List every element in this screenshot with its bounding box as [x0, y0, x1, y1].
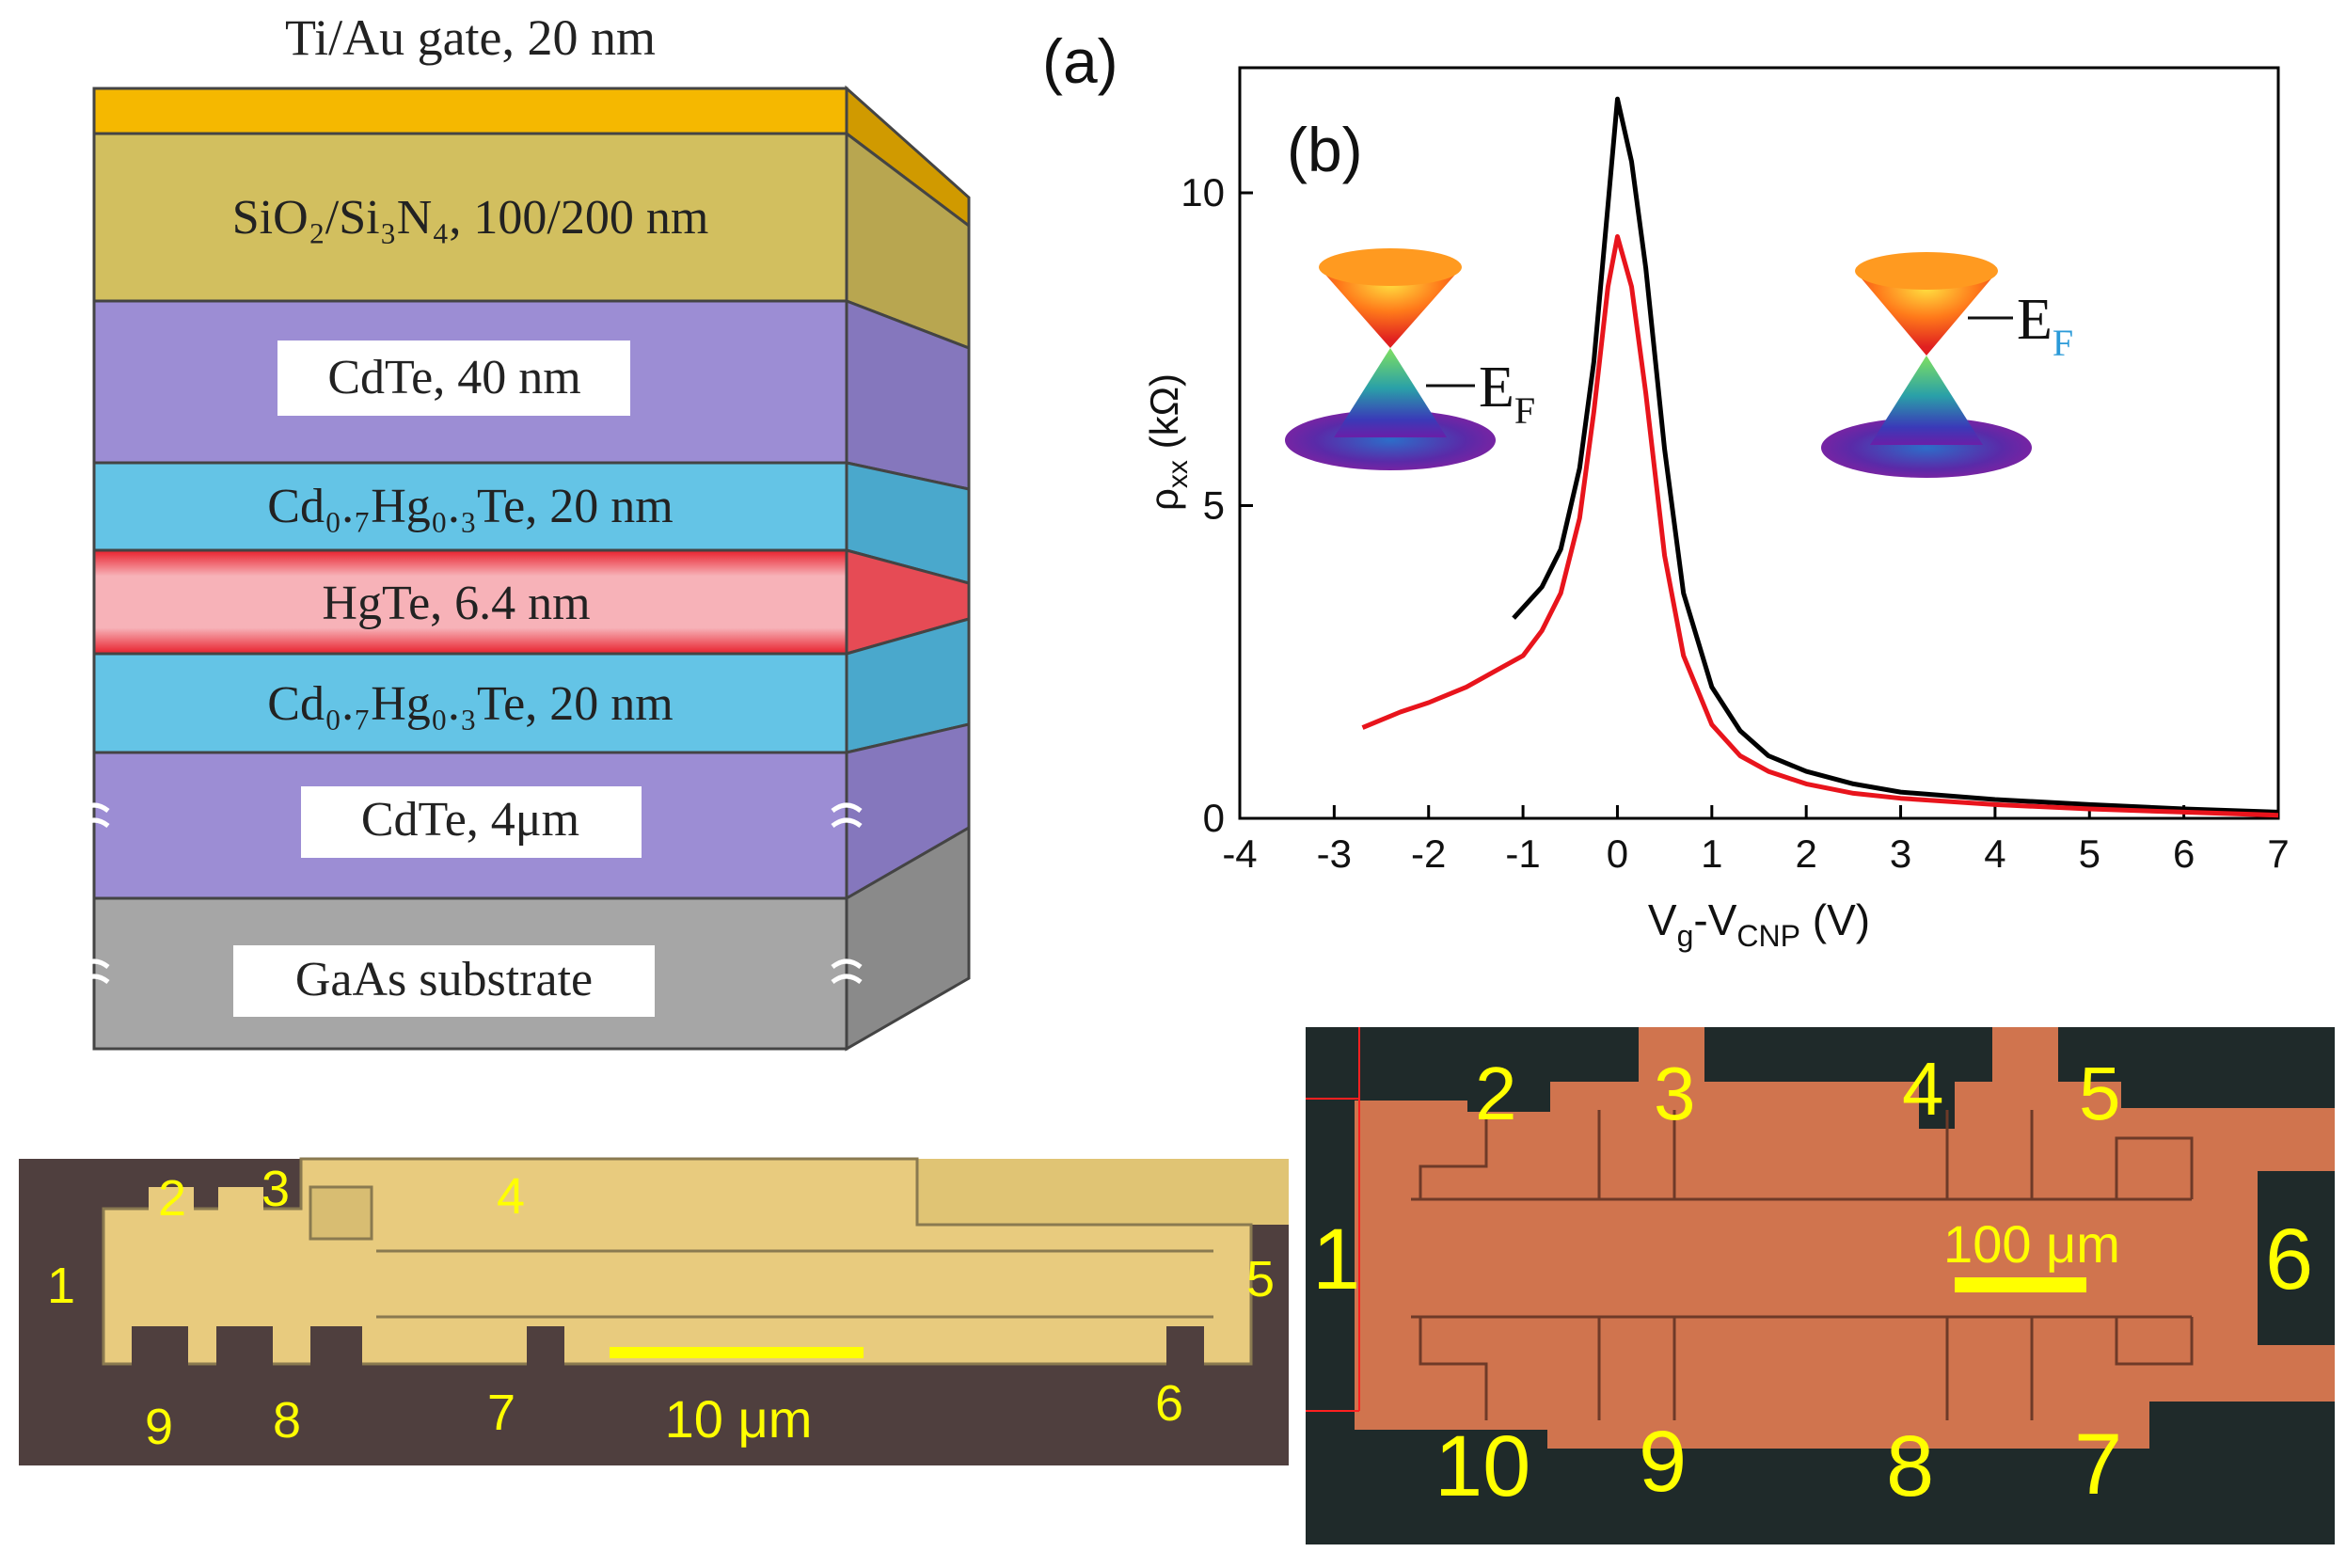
y-tick-label: 0	[1203, 796, 1225, 840]
gap	[1467, 1027, 1550, 1112]
layer-stack: Ti/Au gate, 20 nm SiO₂/Si₃N₄, 100/200 nm…	[78, 9, 971, 1052]
scale-label-left: 10 μm	[665, 1389, 813, 1449]
dirac-cone-left-icon: EF	[1285, 248, 1535, 470]
micrograph-left: 10 μm 1 2 3 4 5 6 7 8 9	[19, 1157, 1289, 1465]
contact-labels-right: 1 2 3 4 5 6 7 8 9 10	[1312, 1047, 2313, 1514]
x-tick-label: 4	[1984, 832, 2005, 876]
contact-8: 8	[1886, 1418, 1934, 1514]
scale-bar-left	[610, 1347, 864, 1358]
contact-9: 9	[1639, 1414, 1687, 1510]
contact-1: 1	[1312, 1212, 1360, 1307]
plot-frame	[1238, 66, 2280, 820]
micrograph-right: 100 μm 1 2 3 4 5 6 7 8 9 10	[1306, 1027, 2335, 1544]
x-tick-label: -2	[1411, 832, 1446, 876]
arm-outline	[1419, 1110, 2194, 1199]
y-axis-label: ρxx (kΩ)	[1142, 373, 1194, 511]
scale-bar-right	[1955, 1277, 2086, 1292]
hgte-layer	[92, 548, 848, 656]
layer-label-cdte-bottom: CdTe, 4μm	[361, 793, 579, 847]
contact-arm	[1639, 1027, 1704, 1112]
label-box	[277, 341, 630, 416]
layer-label-cdte-top: CdTe, 40 nm	[327, 351, 580, 404]
contact-7: 7	[487, 1385, 515, 1441]
contact-arm	[1992, 1027, 2058, 1112]
contact-5: 5	[1246, 1251, 1275, 1307]
contact-4: 4	[1902, 1047, 1944, 1131]
series-line-1	[1512, 96, 2279, 815]
fermi-level-label-right: EF	[2017, 288, 2073, 364]
dirac-cone-right-icon: EF	[1821, 252, 2073, 478]
series-line-2	[1361, 234, 2279, 818]
panel-a-label: (a)	[1042, 26, 1118, 96]
contact-6: 6	[2265, 1212, 2313, 1307]
x-tick-label: 5	[2079, 832, 2100, 876]
x-tick-label: -4	[1222, 832, 1257, 876]
x-tick-label: 0	[1607, 832, 1628, 876]
contact-labels-left: 1 2 3 4 5 6 7 8 9	[47, 1161, 1275, 1455]
gate-layer	[92, 87, 848, 135]
contact-9: 9	[145, 1399, 173, 1455]
contact-pad	[218, 1187, 263, 1234]
hall-bar-mesa	[102, 1157, 1253, 1366]
x-tick-label: 7	[2267, 832, 2289, 876]
contact-5: 5	[2079, 1052, 2121, 1135]
contact-arm	[1166, 1326, 1204, 1430]
contact-pad	[149, 1187, 194, 1234]
contact-3: 3	[262, 1161, 290, 1217]
layer-label-gaas: GaAs substrate	[295, 953, 593, 1006]
contact-4: 4	[497, 1168, 525, 1225]
contact-6: 6	[1155, 1375, 1183, 1432]
contact-arm	[216, 1326, 273, 1430]
layer-label-barrier-bottom: Cd₀.₇Hg₀.₃Te, 20 nm	[267, 677, 673, 731]
fermi-level-label-left: EF	[1479, 356, 1535, 432]
contact-1: 1	[47, 1258, 75, 1314]
contact-pad	[309, 1185, 373, 1241]
resistivity-chart: (a) (b) -4 -3 -2 -1 0 1 2 3 4 5 6 7 0 5 10 ρxx (kΩ) Vg…	[1042, 26, 2290, 953]
gate-title: Ti/Au gate, 20 nm	[285, 9, 656, 66]
bar-outline	[376, 1249, 1213, 1319]
contact-arm	[527, 1326, 564, 1430]
x-axis-label: Vg-VCNP (V)	[1648, 895, 1870, 953]
panel-b-label: (b)	[1287, 115, 1363, 184]
axis-ticks: -4 -3 -2 -1 0 1 2 3 4 5 6 7 0 5 10	[1181, 170, 2289, 876]
barrier-top-layer	[92, 461, 848, 552]
contact-10: 10	[1435, 1418, 1530, 1514]
x-tick-label: -1	[1505, 832, 1540, 876]
channel-outline	[1411, 1197, 2192, 1319]
contact-8: 8	[273, 1392, 301, 1449]
x-tick-label: 2	[1796, 832, 1817, 876]
contact-arm	[132, 1326, 188, 1430]
gold-pad	[917, 1159, 1289, 1225]
layer-label-barrier-top: Cd₀.₇Hg₀.₃Te, 20 nm	[267, 480, 673, 533]
y-tick-label: 10	[1181, 170, 1225, 214]
layer-label-hgte: HgTe, 6.4 nm	[322, 577, 590, 630]
barrier-bottom-layer	[92, 652, 848, 754]
layer-label-oxide: SiO₂/Si₃N₄, 100/200 nm	[232, 191, 709, 245]
x-tick-label: 3	[1890, 832, 1911, 876]
x-tick-label: 6	[2173, 832, 2195, 876]
scale-label-right: 100 μm	[1943, 1214, 2120, 1274]
contact-3: 3	[1654, 1052, 1696, 1135]
contact-arm	[310, 1326, 362, 1430]
oxide-layer	[92, 132, 848, 303]
contact-7: 7	[2074, 1417, 2122, 1513]
x-tick-label: -3	[1317, 832, 1352, 876]
arm-outline	[1419, 1317, 2194, 1420]
gap	[1919, 1082, 1955, 1129]
x-tick-label: 1	[1701, 832, 1722, 876]
contact-2: 2	[158, 1170, 186, 1227]
y-tick-label: 5	[1203, 483, 1225, 528]
label-box	[301, 786, 642, 858]
break-marks	[78, 802, 863, 985]
series-lines	[1361, 96, 2279, 818]
contact-2: 2	[1475, 1052, 1517, 1135]
label-box	[233, 945, 655, 1017]
